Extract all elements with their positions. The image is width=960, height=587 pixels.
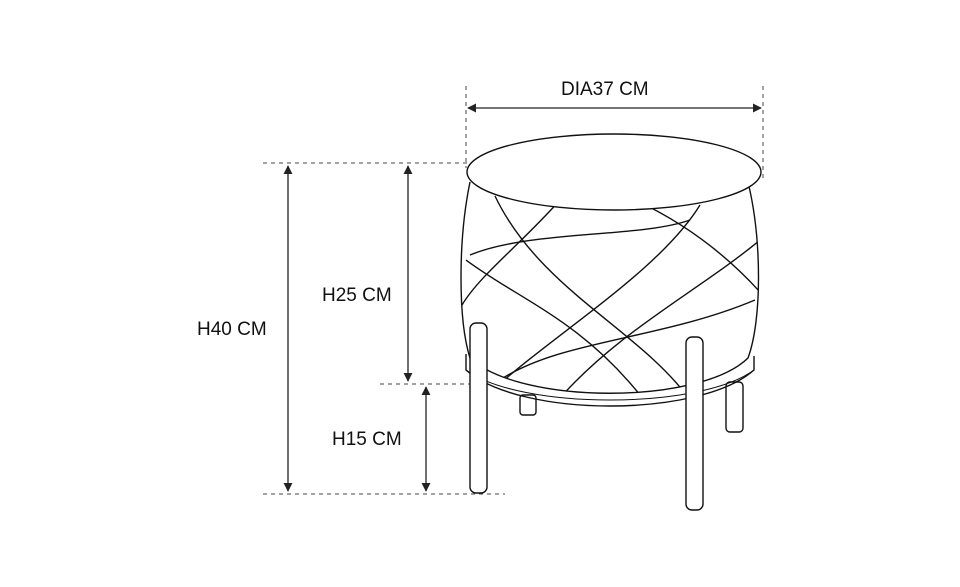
extension-lines [263, 86, 764, 495]
front-leg-left [469, 322, 488, 494]
top-disc [466, 133, 762, 211]
total-height-label: H40 CM [197, 319, 267, 340]
dimension-arrows [283, 103, 762, 492]
cushion-body [460, 181, 760, 394]
front-leg-right [685, 336, 704, 511]
back-legs [519, 381, 744, 433]
front-legs [469, 322, 704, 511]
quilting-lines [461, 195, 759, 394]
seat-height-label: H25 CM [322, 285, 392, 306]
back-leg-right [725, 381, 744, 433]
back-leg-left [519, 394, 537, 416]
diameter-label: DIA37 CM [561, 79, 649, 100]
cushion-outline [460, 181, 760, 394]
leg-height-label: H15 CM [332, 429, 402, 450]
